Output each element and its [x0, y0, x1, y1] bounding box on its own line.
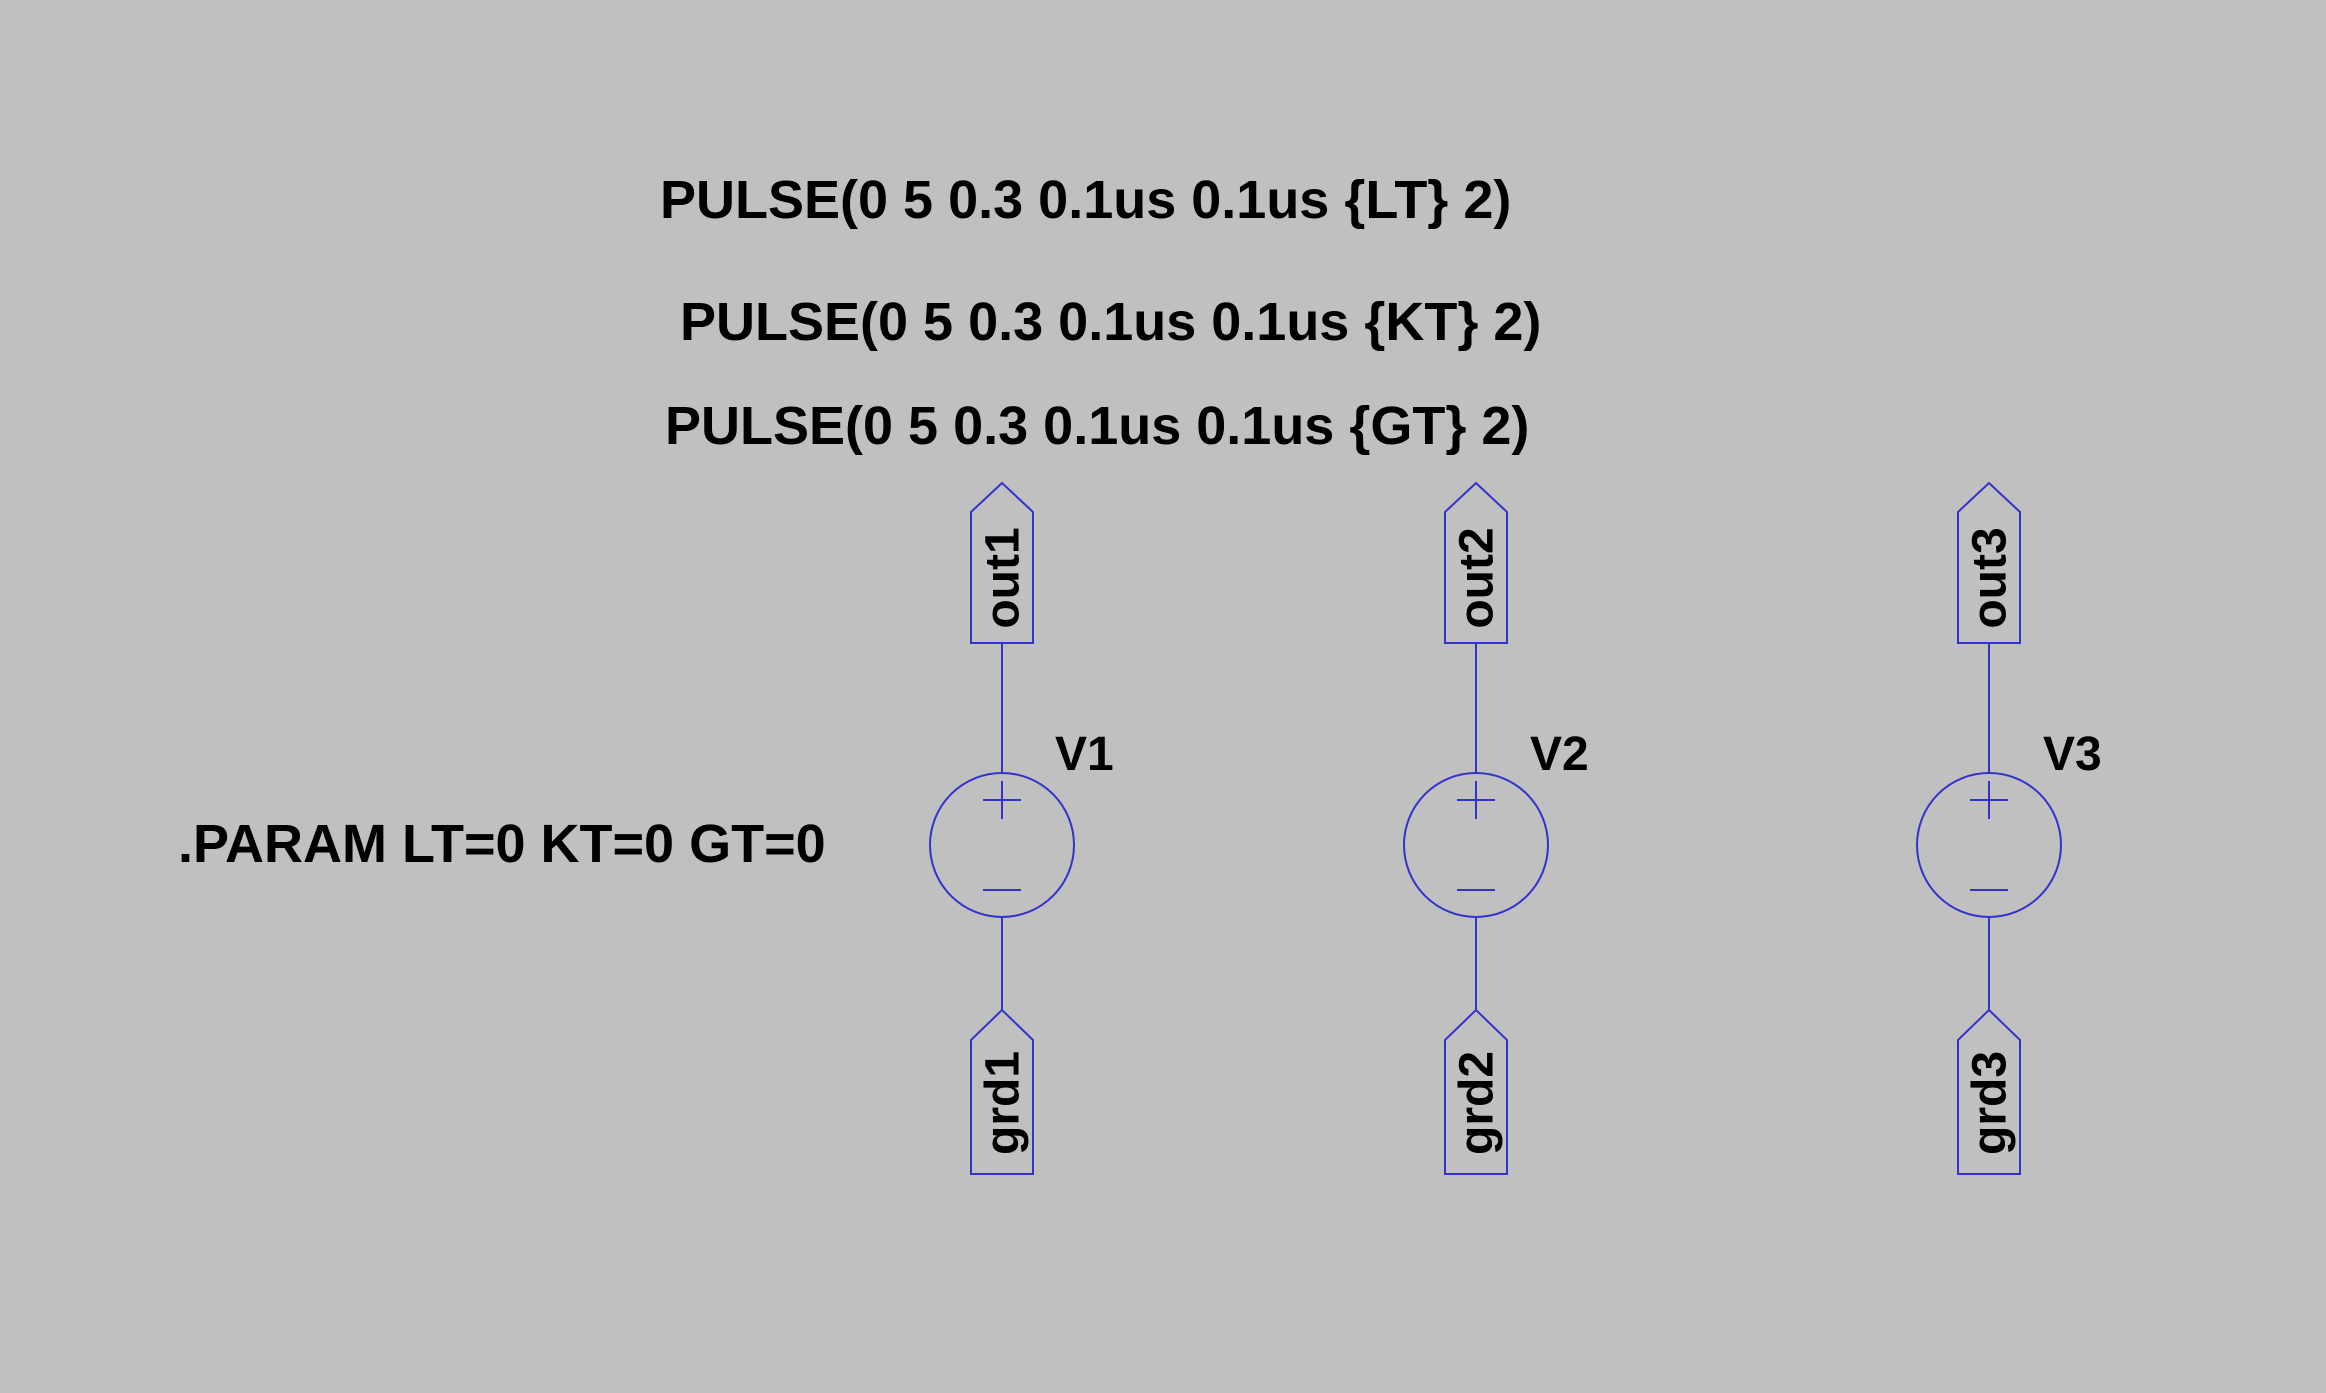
- pulse-directive-lt[interactable]: PULSE(0 5 0.3 0.1us 0.1us {LT} 2): [660, 170, 1511, 230]
- net-label-grd1: grd1: [977, 1051, 1030, 1155]
- source-name-v2: V2: [1530, 728, 1589, 781]
- net-label-flag-out1[interactable]: [970, 481, 1034, 644]
- net-label-flag-out3[interactable]: [1957, 481, 2021, 644]
- net-label-out2: out2: [1451, 527, 1504, 628]
- voltage-source-v3[interactable]: out3 grd3 V3: [1916, 481, 2102, 1175]
- voltage-source-v2[interactable]: out2 grd2 V2: [1403, 481, 1589, 1175]
- voltage-source-v1[interactable]: out1 grd1 V1: [929, 481, 1114, 1175]
- net-label-flag-grd2[interactable]: [1444, 1008, 1508, 1175]
- net-label-flag-grd3[interactable]: [1957, 1008, 2021, 1175]
- source-name-v3: V3: [2043, 728, 2102, 781]
- net-label-flag-out2[interactable]: [1444, 481, 1508, 644]
- net-label-grd2: grd2: [1451, 1051, 1504, 1155]
- net-label-out1: out1: [977, 527, 1030, 628]
- pulse-directive-kt[interactable]: PULSE(0 5 0.3 0.1us 0.1us {KT} 2): [680, 292, 1541, 352]
- net-label-out3: out3: [1964, 527, 2017, 628]
- param-directive[interactable]: .PARAM LT=0 KT=0 GT=0: [178, 814, 826, 874]
- net-label-grd3: grd3: [1964, 1051, 2017, 1155]
- source-name-v1: V1: [1055, 728, 1114, 781]
- pulse-directive-gt[interactable]: PULSE(0 5 0.3 0.1us 0.1us {GT} 2): [665, 396, 1529, 456]
- net-label-flag-grd1[interactable]: [970, 1008, 1034, 1175]
